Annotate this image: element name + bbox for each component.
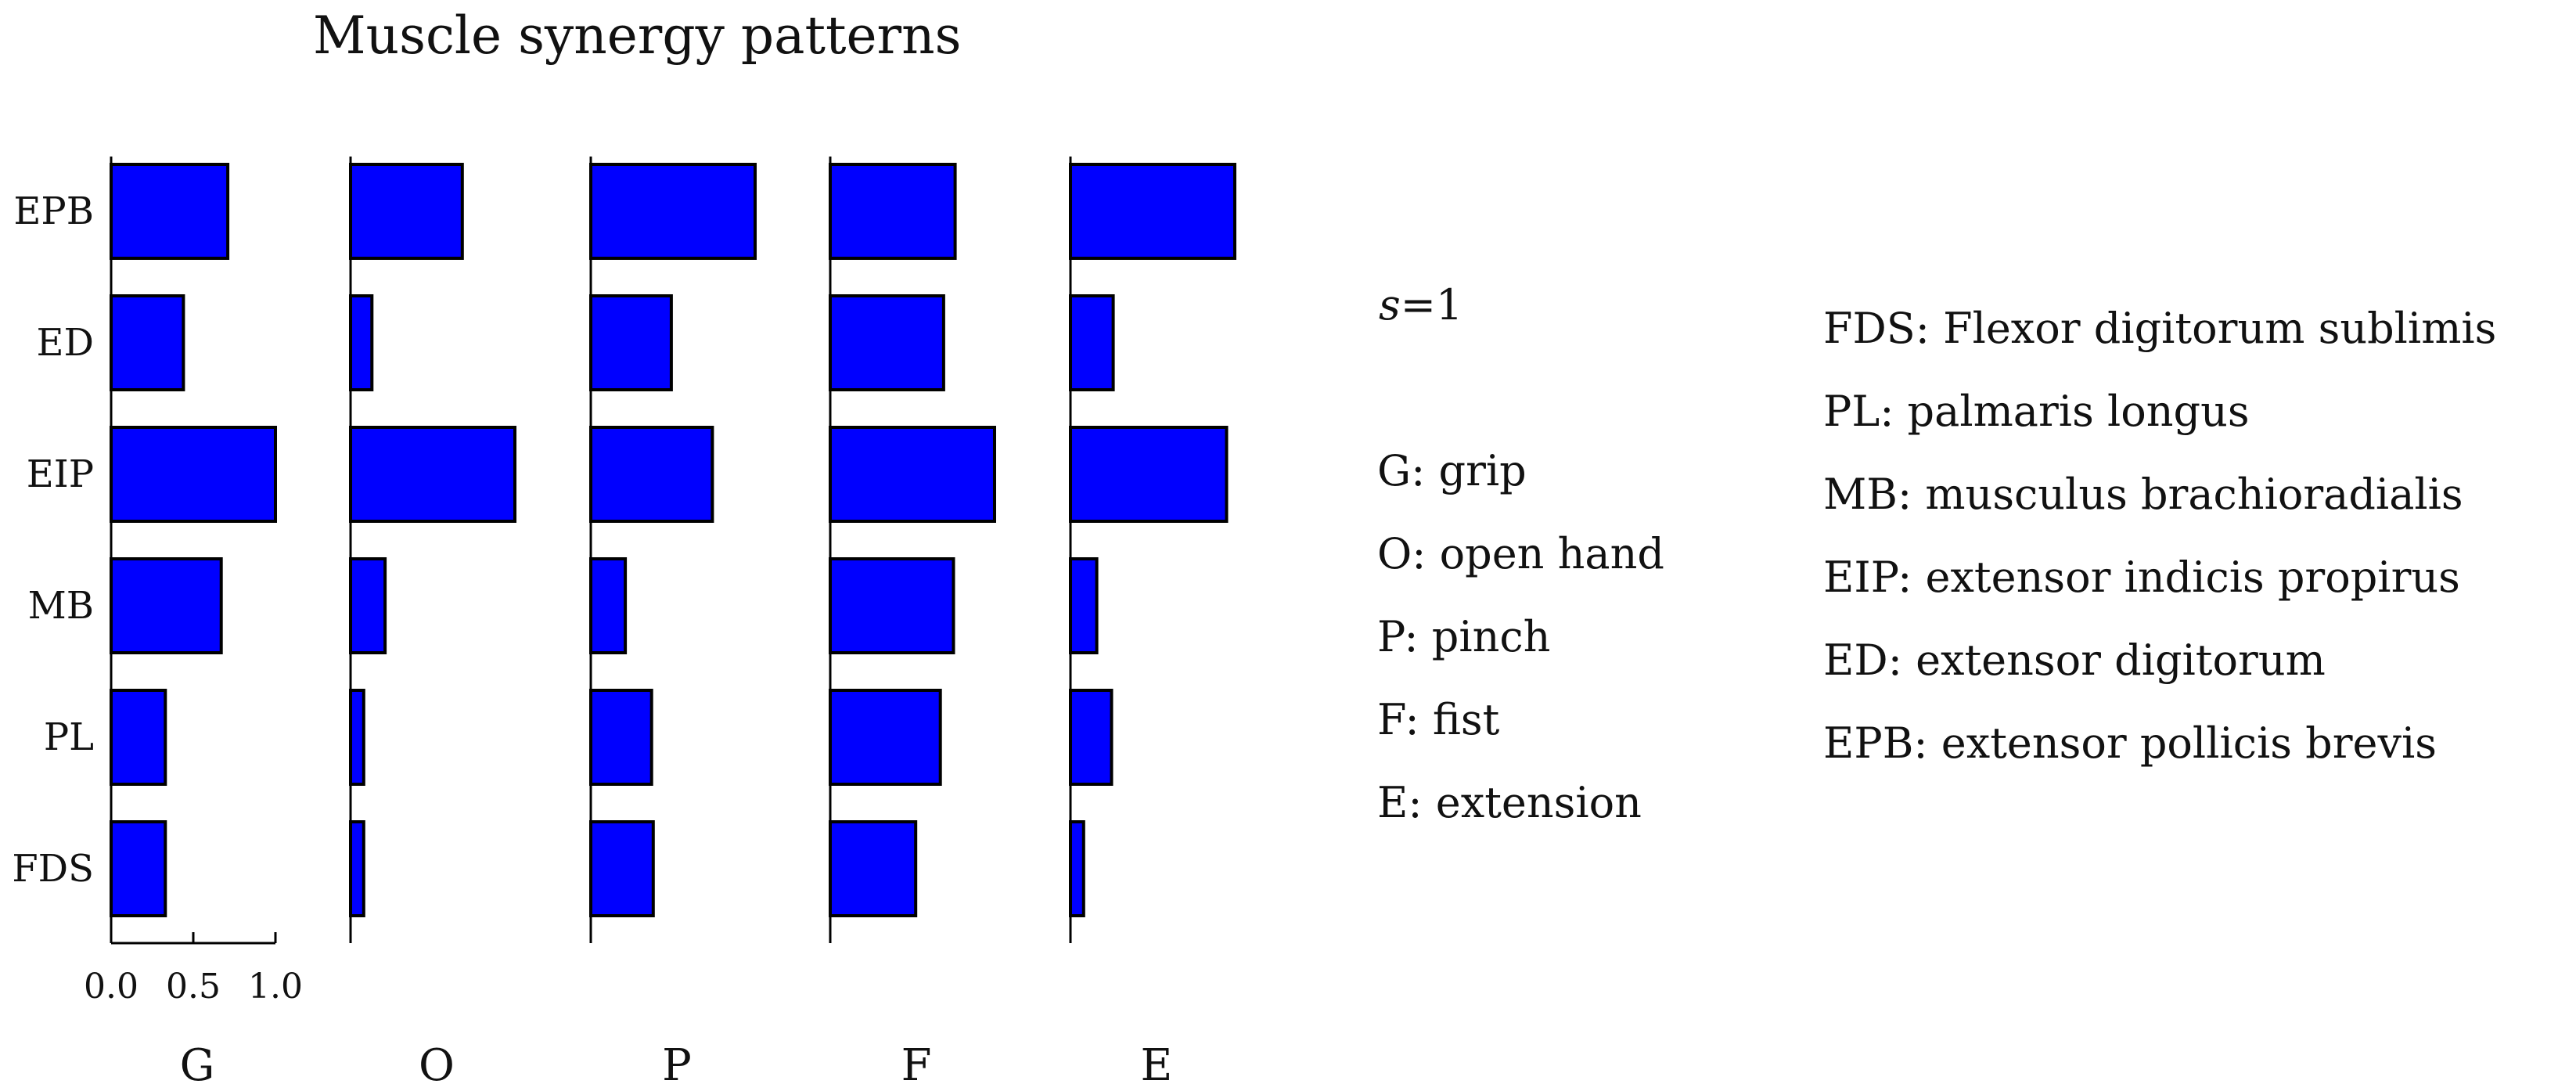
panel-label-g: G (180, 1040, 215, 1084)
task-legend-item: O: open hand (1377, 529, 1664, 578)
bar-g-epb (110, 163, 230, 260)
muscle-label-eip: EIP (27, 452, 94, 496)
bar-e-eip (1069, 426, 1229, 523)
muscle-labels: EPB ED EIP MB PL FDS (12, 189, 94, 891)
s-value: =1 (1401, 280, 1463, 330)
muscle-label-mb: MB (28, 584, 94, 628)
panel-g: G (110, 157, 277, 1084)
s-parameter-label: s=1 (1379, 280, 1462, 330)
bar-g-mb (110, 557, 223, 654)
muscle-legend-item: PL: palmaris longus (1823, 387, 2250, 436)
x-tick-label: 0.0 (84, 967, 139, 1007)
bar-f-fds (829, 820, 918, 917)
x-tick-label: 1.0 (248, 967, 303, 1007)
bar-e-mb (1069, 557, 1099, 654)
panel-label-p: P (662, 1040, 692, 1084)
muscle-label-pl: PL (44, 715, 94, 759)
bar-o-epb (349, 163, 464, 260)
bar-f-pl (829, 689, 942, 786)
bar-f-eip (829, 426, 996, 523)
bar-o-fds (349, 820, 365, 917)
bar-p-pl (589, 689, 653, 786)
panel-label-o: O (419, 1040, 455, 1084)
task-legend: G: grip O: open hand P: pinch F: fist E: ext… (1377, 446, 1664, 827)
chart-title: Muscle synergy patterns (313, 5, 961, 66)
bar-o-ed (349, 294, 374, 391)
bar-g-fds (110, 820, 167, 917)
panel-p: P (589, 157, 757, 1084)
s-symbol: s (1379, 280, 1401, 330)
muscle-legend-item: ED: extensor digitorum (1823, 636, 2326, 685)
bar-o-pl (349, 689, 365, 786)
bar-p-fds (589, 820, 655, 917)
bar-g-eip (110, 426, 277, 523)
bar-f-epb (829, 163, 957, 260)
muscle-legend-item: MB: musculus brachioradialis (1823, 470, 2463, 519)
task-legend-item: E: extension (1377, 778, 1642, 827)
bar-p-ed (589, 294, 673, 391)
bar-p-eip (589, 426, 714, 523)
bar-f-mb (829, 557, 955, 654)
panel-label-f: F (901, 1040, 932, 1084)
muscle-legend-item: FDS: Flexor digitorum sublimis (1823, 304, 2496, 353)
muscle-legend-item: EPB: extensor pollicis brevis (1823, 718, 2437, 768)
task-legend-item: P: pinch (1377, 612, 1550, 661)
muscle-label-fds: FDS (12, 847, 94, 891)
bar-o-eip (349, 426, 516, 523)
muscle-legend-item: EIP: extensor indicis propirus (1823, 553, 2460, 602)
bar-e-ed (1069, 294, 1115, 391)
x-axis: 0.0 0.5 1.0 (84, 932, 303, 1007)
bar-e-pl (1069, 689, 1114, 786)
panel-e: E (1069, 157, 1236, 1084)
muscle-label-epb: EPB (13, 189, 94, 233)
panel-label-e: E (1141, 1040, 1173, 1084)
muscle-label-ed: ED (36, 321, 94, 365)
panel-o: O (349, 157, 516, 1084)
x-tick-label: 0.5 (166, 967, 221, 1007)
panel-f: F (829, 157, 996, 1084)
bar-p-mb (589, 557, 628, 654)
legend-area: s=1 G: grip O: open hand P: pinch F: fistE:… (1377, 280, 2496, 827)
bar-g-ed (110, 294, 185, 391)
bar-p-epb (589, 163, 757, 260)
bar-g-pl (110, 689, 167, 786)
bar-e-fds (1069, 820, 1085, 917)
bar-f-ed (829, 294, 945, 391)
bar-e-epb (1069, 163, 1236, 260)
bar-o-mb (349, 557, 387, 654)
task-legend-item: F: fist (1377, 695, 1500, 744)
task-legend-item: G: grip (1377, 446, 1527, 495)
